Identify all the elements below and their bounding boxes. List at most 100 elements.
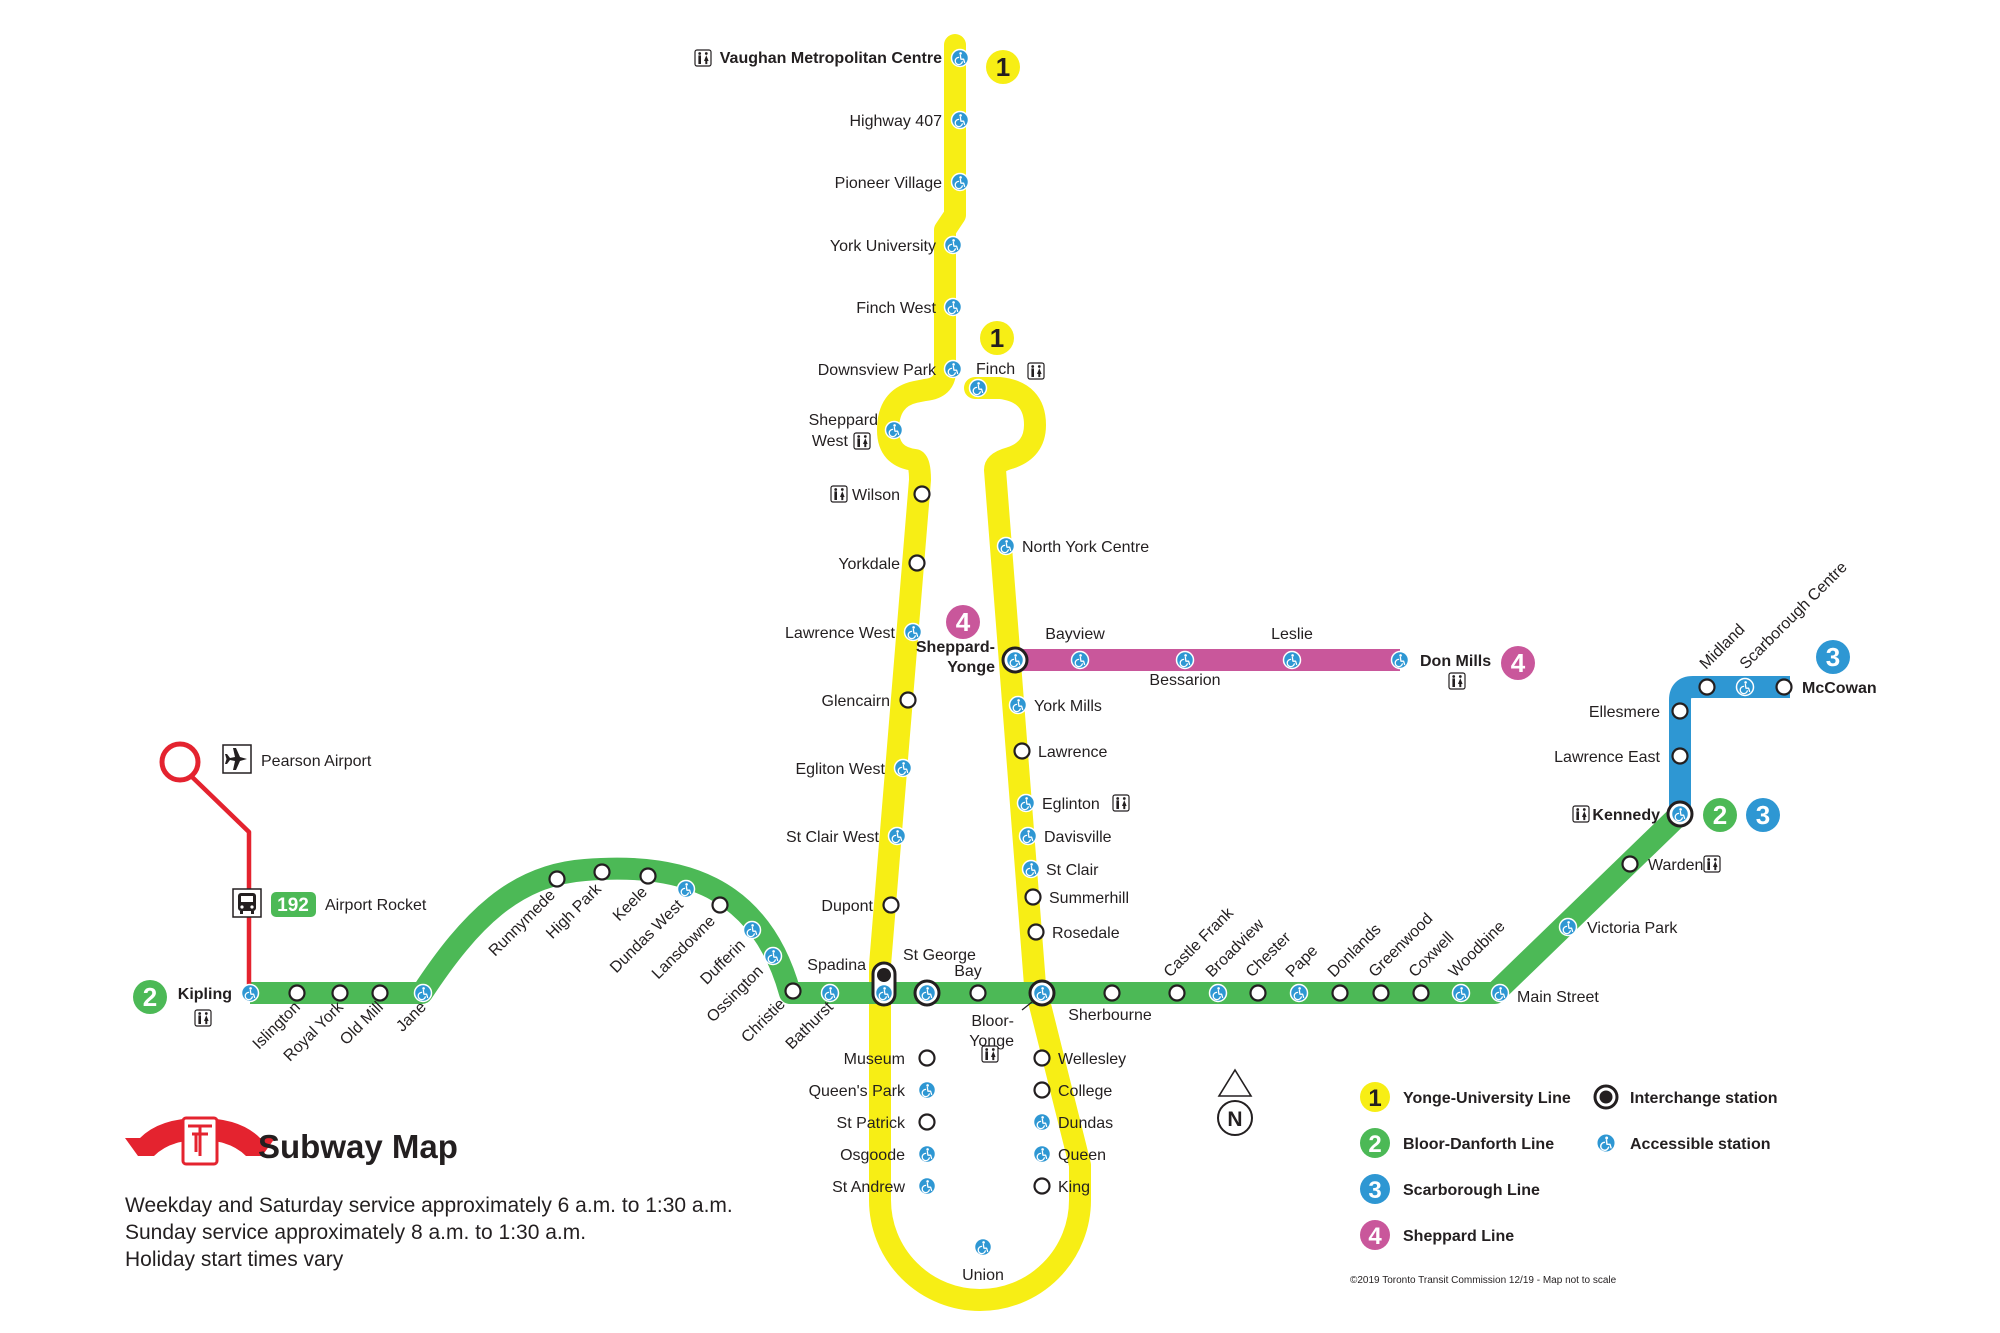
station-highway407-marker [950,110,970,130]
station-stclair-marker [1021,859,1041,879]
svg-text:2: 2 [1713,800,1727,830]
station-label: Main Street [1517,989,1599,1006]
station-label: High Park [543,880,605,942]
station-eglintonwest-marker [893,758,913,778]
station-midland-marker [1698,678,1716,696]
station-chester-marker [1249,984,1267,1002]
station-label: Museum [844,1051,905,1068]
washroom-icon [1112,794,1130,812]
station-label: Downsview Park [818,362,937,379]
svg-text:4: 4 [1368,1223,1382,1250]
station-label: Pape [1283,942,1322,981]
station-label: Lawrence West [785,625,896,642]
airplane-icon [222,744,252,774]
leader-line [1021,1001,1033,1011]
station-bay-marker [969,984,987,1002]
station-label: Sherbourne [1068,1007,1152,1024]
station-keele-marker [639,867,657,885]
station-museum-marker [918,1049,936,1067]
station-label: St Andrew [832,1179,905,1196]
station-label: Osgoode [840,1147,905,1164]
station-coxwell-marker [1412,984,1430,1002]
washroom-icon [194,1009,212,1027]
station-queen-marker [1032,1144,1052,1164]
station-rosedale-marker [1027,923,1045,941]
svg-text:N: N [1227,1108,1242,1131]
page-title: Subway Map [258,1128,458,1165]
station-label: Don Mills [1420,653,1491,670]
svg-text:4: 4 [1511,648,1526,678]
station-label: Eglinton [1042,796,1100,813]
station-glencairn-marker [899,691,917,709]
station-osgoode-marker [917,1144,937,1164]
station-finch-marker [968,378,988,398]
station-bayview-marker [1070,650,1090,670]
washroom-icon [1027,362,1045,380]
station-highpark-marker [593,863,611,881]
station-castlefrank-marker [1168,984,1186,1002]
station-lawrenceeast-marker [1671,747,1689,765]
station-woodbine-marker [1451,983,1471,1003]
station-vaughan-marker [950,48,970,68]
station-bloor-yonge-interchange [1028,979,1056,1007]
route-192-badge [271,892,316,917]
station-label: Sheppard [809,412,878,429]
station-label: Keele [610,884,651,925]
station-yorku-marker [943,235,963,255]
station-label: St Clair [1046,862,1099,879]
station-label: Highway 407 [850,113,943,130]
station-yorkdale-marker [908,554,926,572]
station-islington-marker [288,984,306,1002]
station-lawrencewest-marker [903,622,923,642]
station-ellesmere-marker [1671,702,1689,720]
legend-accessible: Accessible station [1595,1132,1771,1154]
station-label: Queen's Park [809,1083,906,1100]
station-label: Lawrence East [1554,749,1660,766]
station-sherbourne-marker [1103,984,1121,1002]
station-label: Kennedy [1592,807,1660,824]
station-label: Bloor- [971,1013,1014,1030]
north-arrow-icon: N [1217,1068,1253,1136]
station-ossington-marker [763,946,783,966]
map-line-badges: 1 1 4 4 3 2 3 2 [133,50,1850,1014]
station-label: Bay [954,963,982,980]
washroom-icon [694,49,712,67]
svg-text:1: 1 [996,52,1010,82]
station-union-marker [973,1237,993,1257]
station-christie-marker [784,982,802,1000]
station-label: Lawrence [1038,744,1107,761]
pearson-airport-label: Pearson Airport [261,753,372,770]
accessible-icon [1595,1132,1617,1154]
station-label: York Mills [1034,698,1102,715]
station-eglinton-marker [1016,793,1036,813]
station-label: St Clair West [786,829,880,846]
station-label: Wellesley [1058,1051,1126,1068]
station-donmills-marker [1390,650,1410,670]
station-stpatrick-marker [918,1113,936,1131]
station-runnymede-marker [548,870,566,888]
station-label: Sheppard- [916,639,995,656]
station-label: Spadina [807,957,866,974]
svg-text:Yonge-University Line: Yonge-University Line [1403,1090,1571,1107]
line-3-track [1669,676,1790,814]
station-label: Leslie [1271,626,1313,643]
station-pioneer-marker [950,172,970,192]
station-label: Yonge [969,1033,1014,1050]
station-oldmill-marker [371,984,389,1002]
station-leslie-marker [1282,650,1302,670]
svg-text:Accessible station: Accessible station [1630,1136,1771,1153]
station-label: Egliton West [795,761,885,778]
station-finchwest-marker [943,297,963,317]
station-donlands-marker [1331,984,1349,1002]
station-greenwood-marker [1372,984,1390,1002]
station-label: Finch [976,361,1015,378]
ttc-logo [125,1116,275,1166]
washroom-icon [1703,855,1721,873]
route-192-number: 192 [277,895,309,916]
station-sheppard-yonge-interchange [1001,646,1029,674]
station-label: Davisville [1044,829,1112,846]
station-downsview-marker [943,359,963,379]
interchange-icon [1599,1090,1613,1104]
station-label: Finch West [856,300,936,317]
